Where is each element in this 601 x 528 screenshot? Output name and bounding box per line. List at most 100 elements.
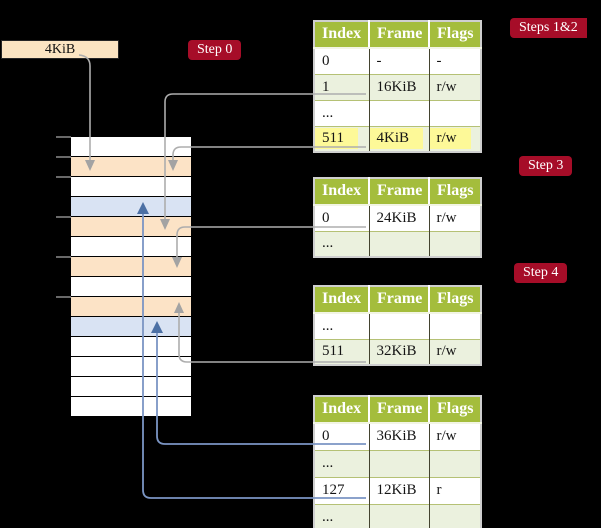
column-header: Index bbox=[314, 396, 370, 424]
column-header: Flags bbox=[429, 21, 481, 49]
root-table-address-box: 4KiB bbox=[1, 40, 119, 59]
flags-value: r/w bbox=[436, 209, 457, 226]
frame-cell bbox=[369, 449, 430, 477]
step-4-badge: Step 4 bbox=[514, 263, 568, 283]
memory-frame-row bbox=[71, 277, 191, 297]
frame-value: - bbox=[376, 52, 382, 69]
column-header: Frame bbox=[369, 178, 430, 206]
frame-cell: 12KiB bbox=[369, 476, 430, 504]
memory-frame-row bbox=[71, 137, 191, 157]
index-cell: 127 bbox=[314, 476, 370, 504]
frame-cell: 32KiB bbox=[369, 338, 430, 365]
table-row: ... bbox=[314, 449, 481, 477]
index-cell: ... bbox=[314, 230, 370, 257]
frame-cell: 24KiB bbox=[369, 204, 430, 231]
column-header: Frame bbox=[369, 21, 430, 49]
index-cell: 0 bbox=[314, 204, 370, 231]
flags-cell: r/w bbox=[429, 204, 481, 231]
memory-frame-row bbox=[71, 157, 191, 177]
index-cell: ... bbox=[314, 99, 370, 126]
column-header: Index bbox=[314, 21, 370, 49]
table-row: ... bbox=[314, 99, 481, 126]
flags-value: r/w bbox=[436, 428, 457, 445]
index-cell: ... bbox=[314, 503, 370, 528]
frame-cell bbox=[369, 99, 430, 126]
flags-cell bbox=[429, 312, 481, 339]
memory-frame-row bbox=[71, 297, 191, 317]
frame-cell bbox=[369, 503, 430, 528]
column-header: Frame bbox=[369, 396, 430, 424]
index-value: 0 bbox=[322, 428, 330, 445]
frame-value: 24KiB bbox=[376, 209, 417, 226]
column-header: Flags bbox=[429, 178, 481, 206]
memory-frame-row bbox=[71, 317, 191, 337]
table-row: 0 24KiB r/w bbox=[314, 204, 481, 231]
step-0-badge: Step 0 bbox=[188, 40, 242, 60]
memory-frame-row bbox=[71, 237, 191, 257]
flags-cell: r/w bbox=[429, 422, 481, 450]
column-header: Index bbox=[314, 178, 370, 206]
index-value: ... bbox=[322, 235, 334, 252]
root-table-address-label: 4KiB bbox=[44, 41, 76, 57]
frame-cell bbox=[369, 312, 430, 339]
index-cell: ... bbox=[314, 449, 370, 477]
flags-cell: r/w bbox=[429, 338, 481, 365]
frame-cell bbox=[369, 230, 430, 257]
memory-tick-marks bbox=[56, 136, 71, 298]
flags-value: r/w bbox=[436, 343, 457, 360]
memory-frame-row bbox=[71, 257, 191, 277]
flags-value: r bbox=[436, 482, 442, 498]
memory-frame-row bbox=[71, 397, 191, 417]
flags-cell: r bbox=[429, 476, 481, 504]
memory-frame-row bbox=[71, 217, 191, 237]
table-row: 127 12KiB r bbox=[314, 476, 481, 504]
index-value: ... bbox=[322, 455, 334, 471]
flags-value: - bbox=[436, 52, 442, 69]
frame-value: 36KiB bbox=[376, 428, 417, 445]
flags-cell bbox=[429, 503, 481, 528]
steps-1-2-badge: Steps 1&2 bbox=[510, 18, 587, 38]
index-cell: 511 bbox=[314, 338, 370, 365]
flags-value: r/w bbox=[429, 128, 471, 150]
table-row: ... bbox=[314, 503, 481, 528]
frame-value: 16KiB bbox=[376, 78, 417, 95]
frame-cell: 36KiB bbox=[369, 422, 430, 450]
index-value: 511 bbox=[315, 128, 358, 150]
memory-frame-row bbox=[71, 337, 191, 357]
index-value: ... bbox=[322, 104, 334, 121]
memory-frame-row bbox=[71, 177, 191, 197]
index-cell: ... bbox=[314, 312, 370, 339]
index-cell: 0 bbox=[314, 422, 370, 450]
index-cell: 0 bbox=[314, 47, 370, 74]
table-row: 1 16KiB r/w bbox=[314, 73, 481, 100]
memory-frame-row bbox=[71, 357, 191, 377]
table-row: ... bbox=[314, 312, 481, 339]
frame-value: 4KiB bbox=[369, 128, 424, 150]
index-value: ... bbox=[322, 508, 334, 525]
frame-cell: - bbox=[369, 47, 430, 74]
flags-cell: - bbox=[429, 47, 481, 74]
index-value: 127 bbox=[322, 482, 345, 498]
index-value: 0 bbox=[322, 52, 330, 69]
physical-memory-column bbox=[71, 137, 191, 417]
column-header: Index bbox=[314, 286, 370, 314]
flags-cell: r/w bbox=[429, 73, 481, 100]
column-header: Flags bbox=[429, 286, 481, 314]
memory-frame-row bbox=[71, 377, 191, 397]
flags-cell bbox=[429, 230, 481, 257]
index-value: ... bbox=[322, 317, 334, 334]
frame-value: 32KiB bbox=[376, 343, 417, 360]
flags-cell bbox=[429, 449, 481, 477]
index-value: 0 bbox=[322, 209, 330, 226]
memory-frame-row bbox=[71, 197, 191, 217]
table-row: 0 36KiB r/w bbox=[314, 422, 481, 450]
flags-cell bbox=[429, 99, 481, 126]
index-value: 1 bbox=[322, 78, 330, 95]
